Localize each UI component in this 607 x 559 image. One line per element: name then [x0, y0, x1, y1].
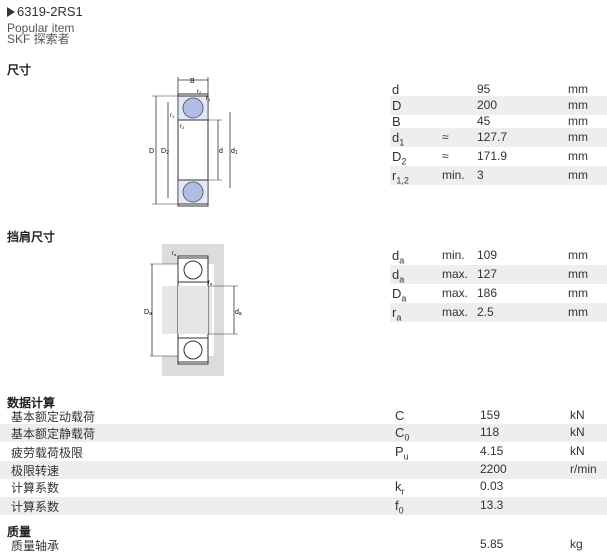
label-Da: Da [144, 309, 152, 317]
skf-explorer-label: SKF 探索者 [7, 32, 70, 46]
abutment-dimension-drawing: ra ra Da da [144, 244, 242, 376]
mass-label: 质量轴承 [11, 539, 60, 553]
mass-value: 5.85 [480, 537, 504, 551]
table-row: r1,2 min. 3 mm [390, 166, 607, 186]
table-row: ra max. 2.5 mm [390, 303, 607, 323]
label-d1: d1 [231, 148, 238, 156]
label-ra-top: ra [172, 251, 177, 257]
table-row: D 200 mm [390, 96, 607, 115]
popular-item-label: Popular item [7, 21, 75, 35]
triangle-right-icon [7, 6, 15, 17]
table-row: d1 ≈ 127.7 mm [390, 128, 607, 148]
table-row: 基本额定动载荷 C 159 kN [11, 408, 585, 424]
calculation-heading: 数据计算 [7, 396, 56, 410]
label-r2-inner: r2 [180, 124, 185, 130]
table-row: D2 ≈ 171.9 mm [392, 149, 588, 167]
table-row: 基本额定静载荷 C0 118 kN [0, 424, 607, 443]
product-designation: 6319-2RS1 [17, 4, 83, 19]
mass-row: 质量轴承 5.85 kg [0, 537, 607, 553]
table-row: da min. 109 mm [392, 248, 588, 266]
label-D2: D2 [161, 148, 169, 156]
label-r2: r2 [197, 89, 202, 95]
ball-bottom [182, 181, 204, 203]
mass-unit: kg [570, 537, 583, 551]
bearing-dimension-drawing: B r2 r1 r1 r2 D D2 d d1 [149, 77, 238, 207]
dimensions-heading: 尺寸 [7, 63, 32, 77]
table-row: d 95 mm [392, 82, 588, 97]
label-B: B [190, 78, 195, 85]
table-row: 计算系数 f0 13.3 [0, 497, 607, 516]
label-r1-left: r1 [170, 113, 175, 119]
table-row: 计算系数 kr 0.03 [11, 479, 504, 497]
ball-top [182, 97, 204, 119]
abutment-heading: 挡肩尺寸 [7, 230, 56, 244]
product-title: 6319-2RS1 [7, 4, 83, 19]
table-row: Da max. 186 mm [392, 286, 588, 304]
table-row: 疲劳载荷极限 Pu 4.15 kN [11, 444, 585, 462]
table-row: da max. 127 mm [390, 265, 607, 285]
label-d: d [219, 148, 223, 155]
label-ra-right: ra [208, 280, 213, 286]
label-da: da [235, 309, 242, 317]
mass-heading: 质量 [7, 525, 32, 539]
table-row: 极限转速 2200 r/min [0, 461, 607, 479]
label-D: D [149, 148, 154, 155]
table-row: B 45 mm [392, 114, 588, 129]
label-r1-top: r1 [206, 96, 211, 102]
